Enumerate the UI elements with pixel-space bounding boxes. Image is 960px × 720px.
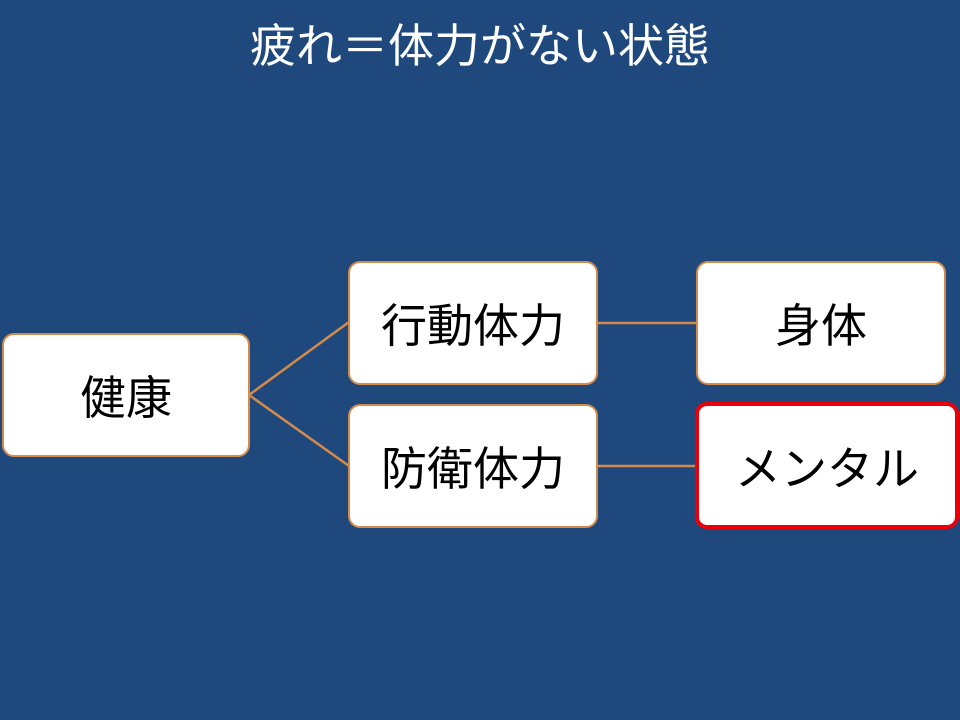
node-body: 身体 <box>696 261 946 385</box>
connector-root-action <box>248 320 350 397</box>
node-label: 身体 <box>775 299 867 353</box>
connector-root-defense <box>248 393 350 468</box>
node-label: メンタル <box>735 441 919 496</box>
node-action-stamina: 行動体力 <box>348 261 598 385</box>
node-label: 健康 <box>80 371 172 425</box>
slide-title: 疲れ＝体力がない状態 <box>250 19 710 73</box>
node-label: 行動体力 <box>381 299 565 353</box>
node-defense-stamina: 防衛体力 <box>348 404 598 528</box>
node-label: 防衛体力 <box>381 442 565 496</box>
node-mental-highlighted: メンタル <box>695 402 959 529</box>
node-health: 健康 <box>2 333 250 457</box>
